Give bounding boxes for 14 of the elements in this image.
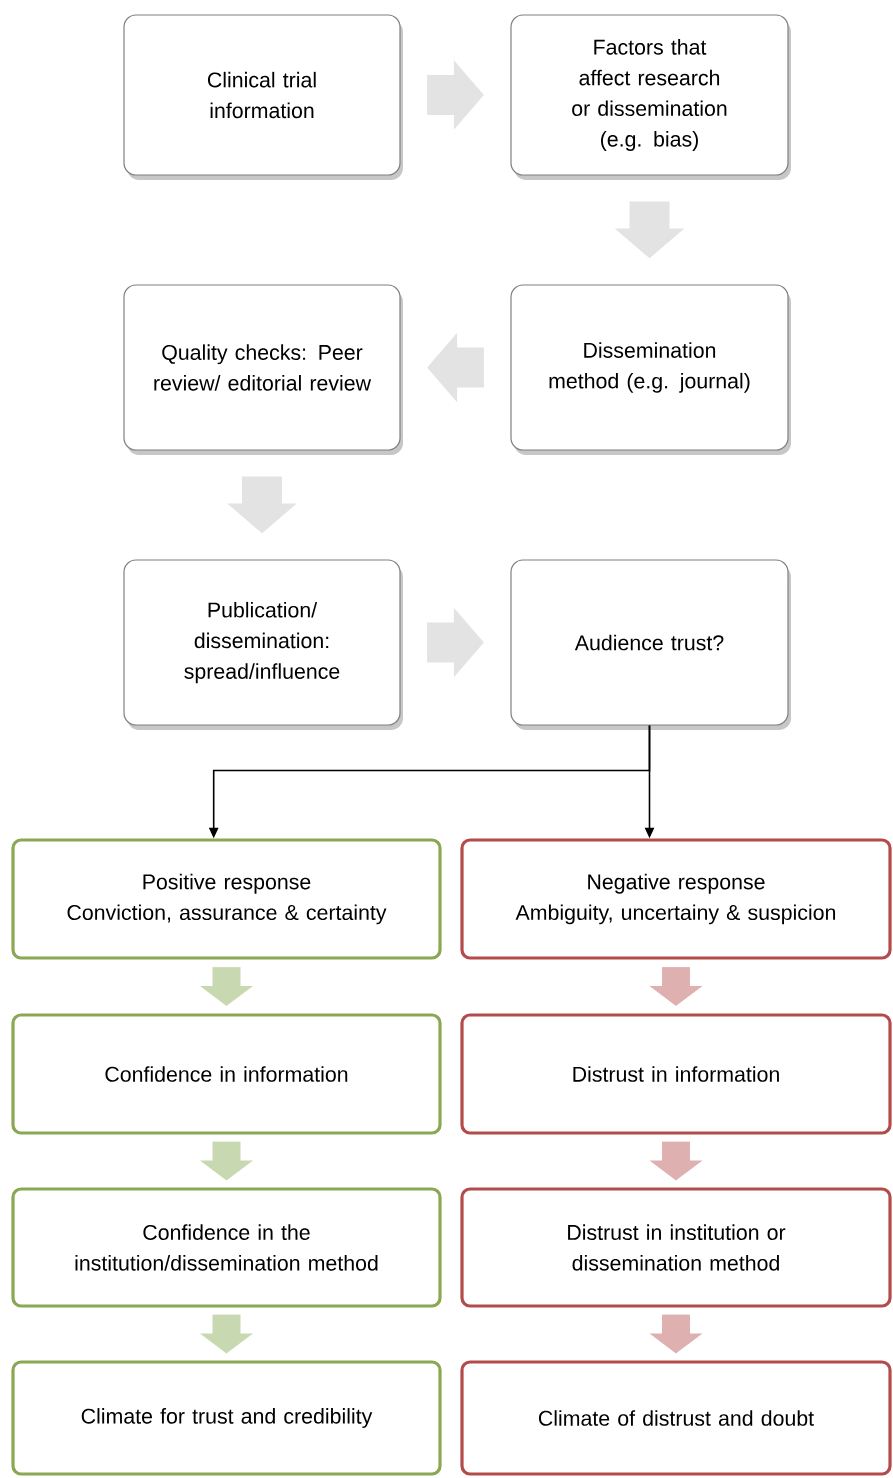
- outcome-box: Confidence in information: [11, 1013, 442, 1135]
- process-box: Clinical trial information: [123, 14, 403, 180]
- outcome-box: Negative response Ambiguity, uncertainy & suspicion: [460, 838, 892, 960]
- process-box: Factors that affect research or dissemination (e.g. bias): [510, 14, 791, 180]
- outcome-box: Distrust in institution or dissemination method: [460, 1187, 892, 1308]
- process-box: Publication/ dissemination: spread/influence: [123, 559, 403, 730]
- process-box: Audience trust?: [510, 559, 791, 730]
- process-box: Quality checks: Peer review/ editorial review: [123, 284, 403, 455]
- outcome-box: Climate of distrust and doubt: [460, 1360, 892, 1476]
- outcome-box: Positive response Conviction, assurance & certainty: [11, 838, 442, 960]
- process-box: Dissemination method (e.g. journal): [510, 284, 791, 455]
- outcome-box: Distrust in information: [460, 1013, 892, 1135]
- outcome-box: Climate for trust and credibility: [11, 1360, 442, 1476]
- outcome-box: Confidence in the institution/dissemination method: [11, 1187, 442, 1308]
